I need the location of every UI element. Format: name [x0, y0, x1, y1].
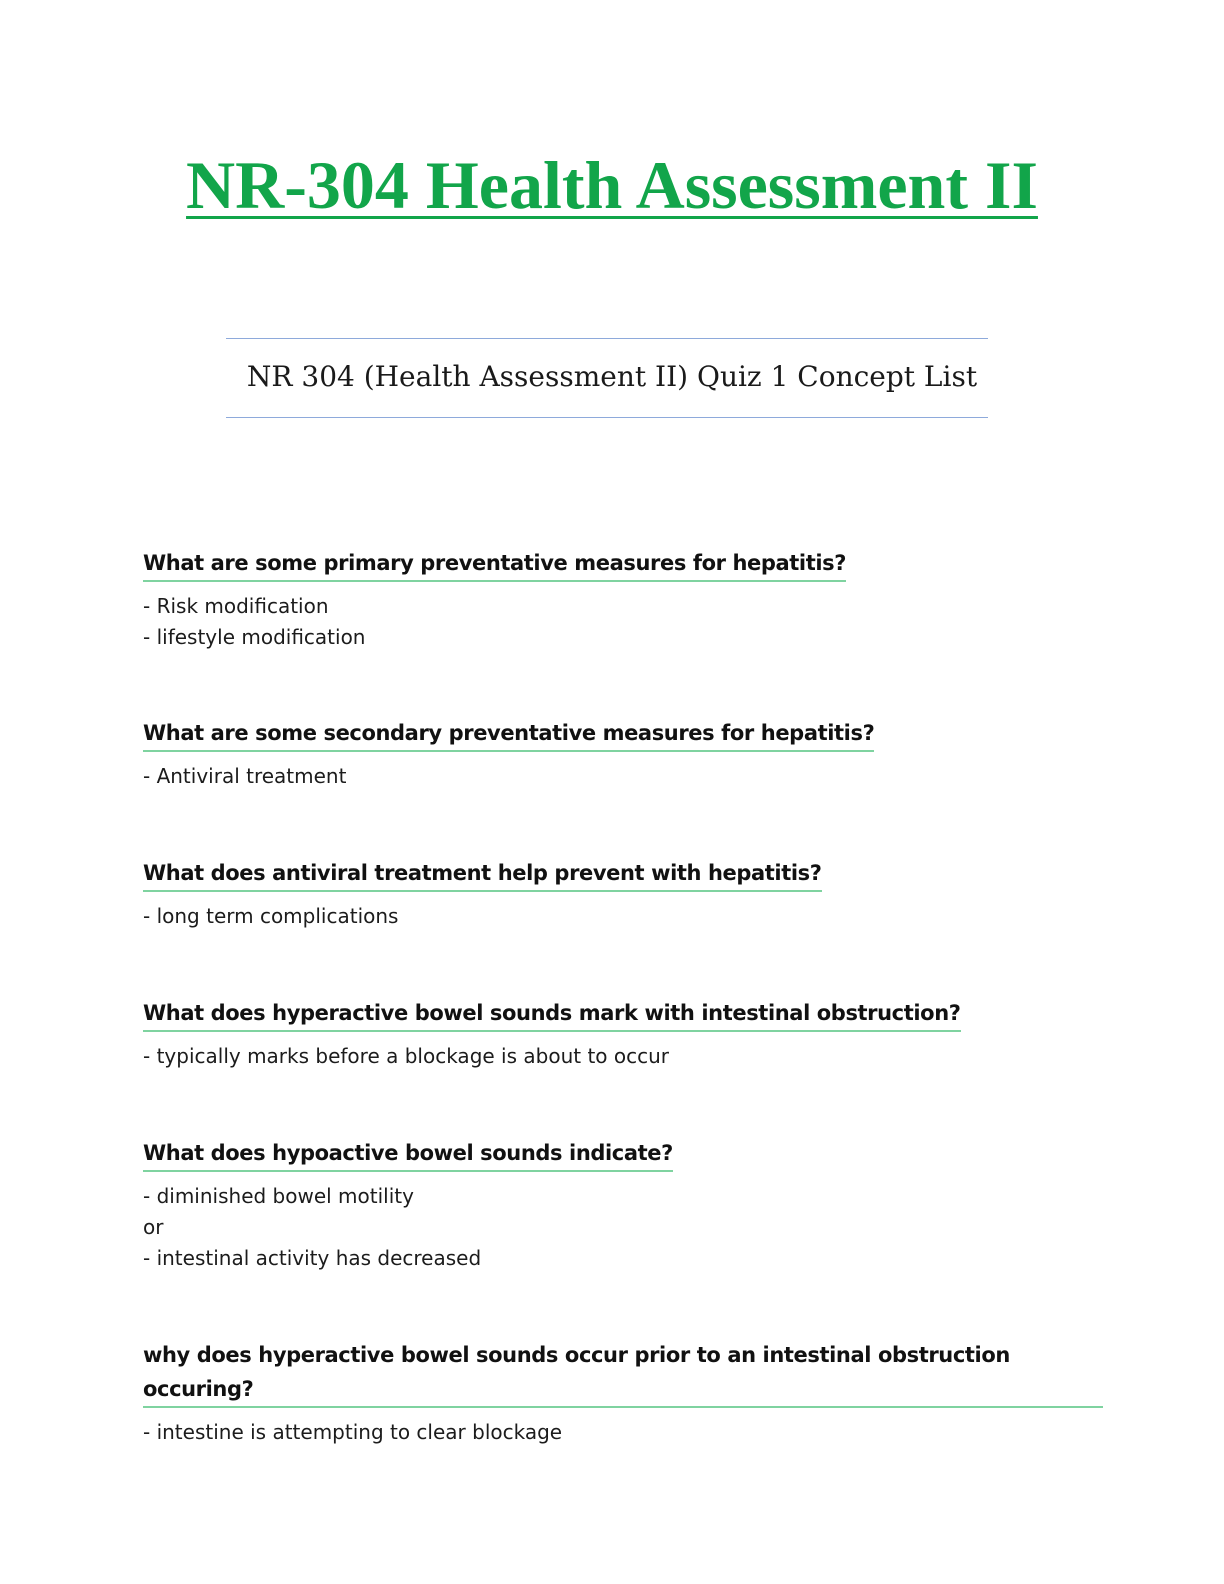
answer-line: - long term complications [143, 904, 399, 928]
qa-item: What are some primary preventative measu… [143, 546, 846, 653]
question-heading: What are some primary preventative measu… [143, 546, 846, 582]
document-title: NR-304 Health Assessment II [0, 140, 1224, 230]
qa-item: What does antiviral treatment help preve… [143, 856, 822, 932]
answer-line: - Antiviral treatment [143, 764, 347, 788]
question-heading: why does hyperactive bowel sounds occur … [143, 1338, 1103, 1408]
question-heading: What does hypoactive bowel sounds indica… [143, 1136, 673, 1172]
answer-line: - lifestyle modification [143, 625, 366, 649]
qa-item: What does hyperactive bowel sounds mark … [143, 996, 961, 1072]
question-heading: What does hyperactive bowel sounds mark … [143, 996, 961, 1032]
answer-line: or [143, 1215, 164, 1239]
question-heading: What are some secondary preventative mea… [143, 716, 875, 752]
answer-line: - diminished bowel motility [143, 1184, 414, 1208]
document-subtitle: NR 304 (Health Assessment II) Quiz 1 Con… [246, 360, 978, 393]
qa-item: What does hypoactive bowel sounds indica… [143, 1136, 673, 1274]
qa-item: why does hyperactive bowel sounds occur … [143, 1338, 1103, 1448]
subtitle-bottom-rule [226, 417, 988, 418]
qa-item: What are some secondary preventative mea… [143, 716, 875, 792]
answer-line: - intestine is attempting to clear block… [143, 1420, 563, 1444]
document-title-text: NR-304 Health Assessment II [186, 147, 1038, 223]
answer-line: - Risk modification [143, 594, 329, 618]
answer-line: - intestinal activity has decreased [143, 1246, 482, 1270]
subtitle-top-rule [226, 338, 988, 339]
answer-line: - typically marks before a blockage is a… [143, 1044, 670, 1068]
question-heading: What does antiviral treatment help preve… [143, 856, 822, 892]
